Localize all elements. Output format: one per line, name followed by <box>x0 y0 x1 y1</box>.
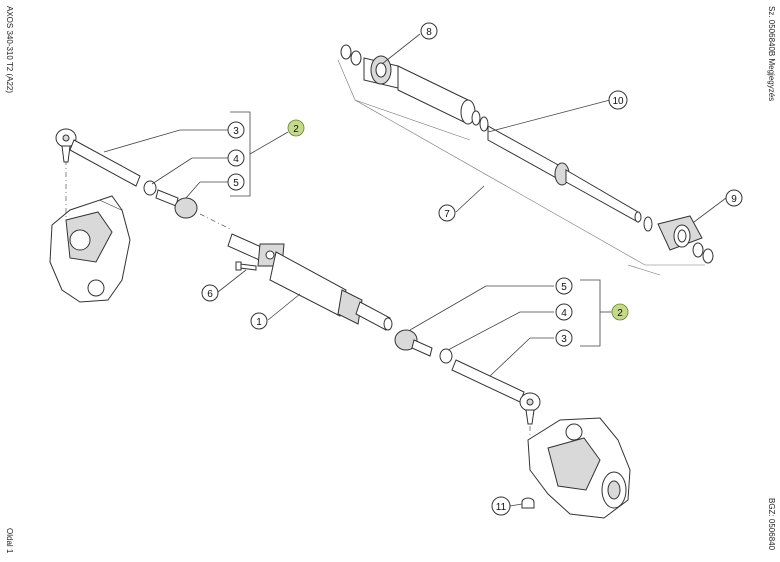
callout-5-upper: 5 <box>227 173 245 191</box>
inner-joint-part-5 <box>155 189 198 219</box>
piston-rod-part-10 <box>487 125 642 223</box>
seal-ring <box>340 44 352 60</box>
callout-4-upper: 4 <box>227 149 245 167</box>
callout-4-lower: 4 <box>555 303 573 321</box>
cap-part-11 <box>521 497 535 509</box>
svg-text:7: 7 <box>444 209 450 220</box>
seal-ring <box>350 50 362 66</box>
callout-8: 8 <box>420 22 438 40</box>
svg-text:9: 9 <box>731 194 737 205</box>
right-steering-knuckle <box>527 417 631 519</box>
seal-ring <box>702 248 714 264</box>
callout-10: 10 <box>608 90 628 110</box>
flange-part-9 <box>657 215 703 251</box>
callout-3-lower: 3 <box>555 329 573 347</box>
callout-1: 1 <box>250 312 268 330</box>
piston-sleeve-part-8 <box>363 55 399 89</box>
svg-text:3: 3 <box>233 126 239 137</box>
svg-text:11: 11 <box>496 502 507 513</box>
steering-cylinder-part-1 <box>227 233 393 331</box>
callout-2-lower: 2 <box>611 303 629 321</box>
callout-7: 7 <box>438 204 456 222</box>
right-tie-rod-end <box>451 359 541 425</box>
svg-text:10: 10 <box>612 96 624 107</box>
right-inner-joint-part-5 <box>394 329 433 357</box>
leader-lines <box>103 33 727 507</box>
seal-ring <box>692 242 704 258</box>
svg-text:4: 4 <box>561 308 567 319</box>
axis-line <box>199 213 233 231</box>
svg-text:2: 2 <box>617 308 623 319</box>
seal-ring <box>471 110 481 126</box>
svg-text:5: 5 <box>233 178 239 189</box>
callout-6: 6 <box>201 284 219 302</box>
svg-text:6: 6 <box>207 289 213 300</box>
seal-ring <box>643 216 653 232</box>
cylinder-tube <box>397 65 476 125</box>
callout-11: 11 <box>491 496 511 516</box>
callout-5-lower: 5 <box>555 277 573 295</box>
callout-3-upper: 3 <box>227 121 245 139</box>
seal-ring <box>479 116 489 132</box>
svg-text:3: 3 <box>561 334 567 345</box>
lock-nut-part-4 <box>143 180 157 196</box>
svg-text:2: 2 <box>293 124 299 135</box>
bolt-part-6 <box>235 261 257 271</box>
left-steering-knuckle <box>49 195 131 303</box>
svg-text:1: 1 <box>256 317 262 328</box>
callout-9: 9 <box>725 189 743 207</box>
left-tie-rod-end <box>55 128 141 187</box>
svg-text:5: 5 <box>561 282 567 293</box>
callout-2-upper: 2 <box>287 119 305 137</box>
lock-nut-part-4 <box>439 348 453 364</box>
svg-text:4: 4 <box>233 154 239 165</box>
svg-text:8: 8 <box>426 27 432 38</box>
cylinder-kit-group <box>337 44 714 276</box>
